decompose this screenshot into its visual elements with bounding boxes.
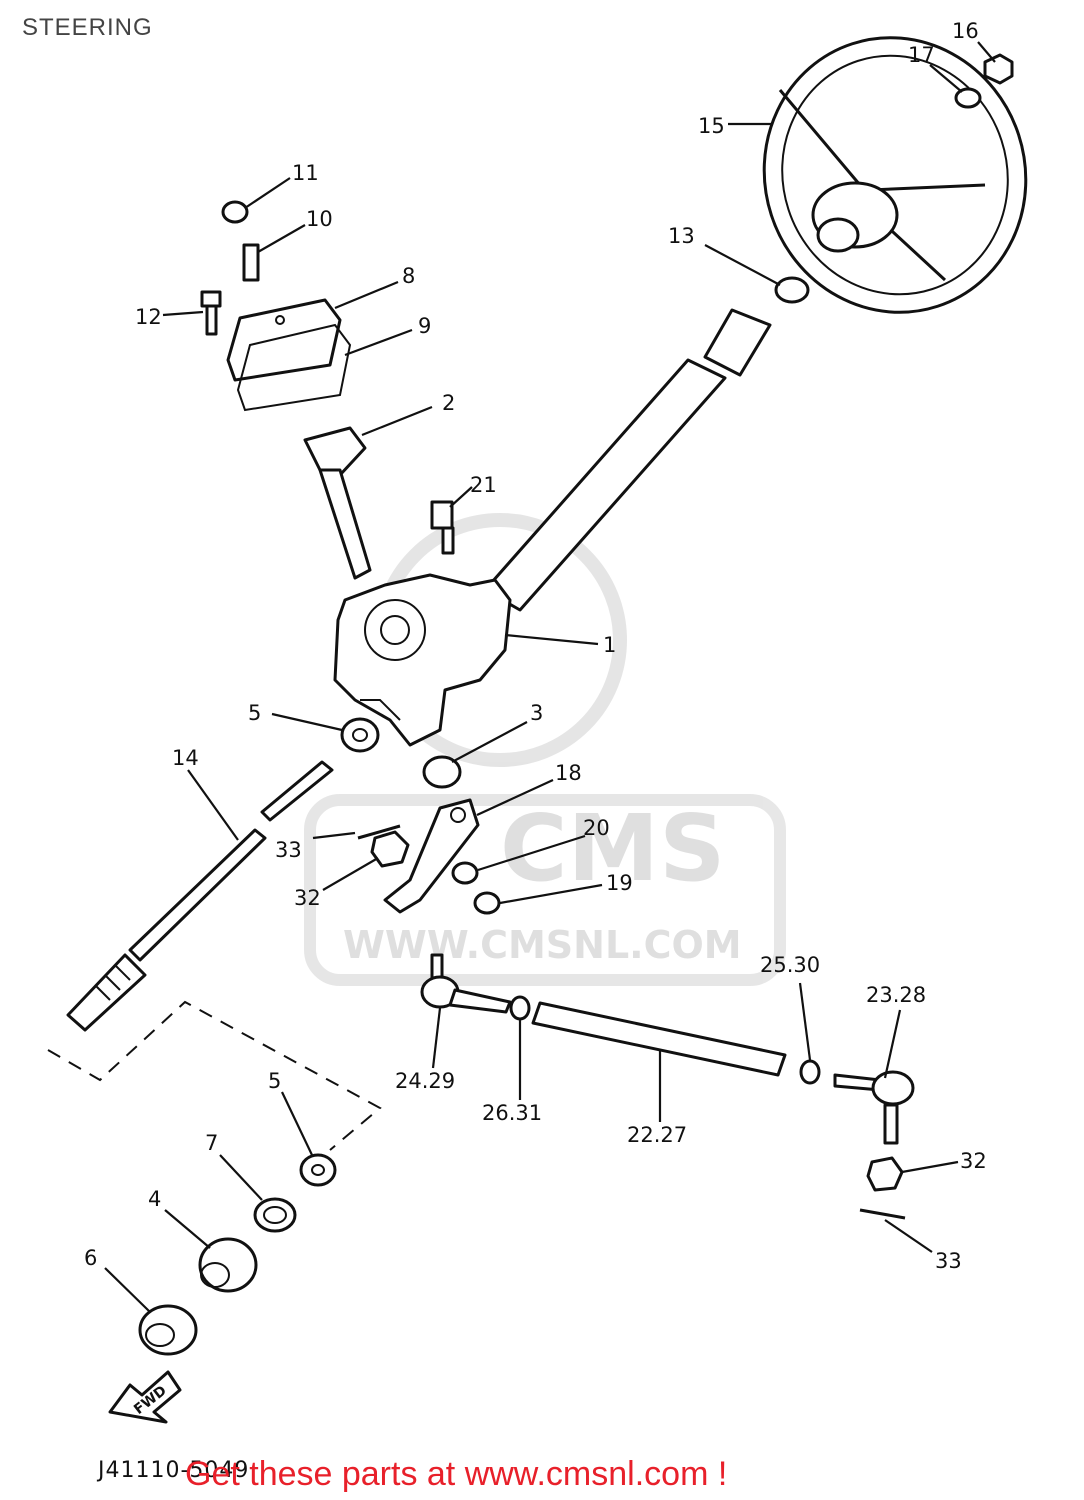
callout-24-29: 24.29	[395, 1069, 455, 1093]
callout-labels: 16 17 15 11 10 13 8 12 9 2 21 1 5 3 14 1…	[84, 19, 987, 1273]
callout-6: 6	[84, 1246, 97, 1270]
cover-bolt	[200, 290, 222, 336]
pitman-nut	[473, 891, 501, 915]
callout-18: 18	[555, 761, 582, 785]
callout-26-31: 26.31	[482, 1101, 542, 1125]
tie-rod	[531, 1001, 787, 1077]
gear-box-bolt	[430, 500, 455, 555]
callout-5-upper: 5	[248, 701, 261, 725]
washer	[253, 1197, 297, 1233]
steering-wheel-washer	[954, 87, 982, 109]
callout-2: 2	[442, 391, 455, 415]
watermark-logo: CMS	[500, 795, 725, 902]
pitman-arm	[383, 798, 480, 914]
cotter-pin-lower	[859, 1208, 906, 1220]
steering-column	[483, 308, 772, 612]
callout-9: 9	[418, 314, 431, 338]
assembly-bracket	[47, 1000, 382, 1151]
callout-23-28: 23.28	[866, 983, 926, 1007]
bearing-lower	[299, 1153, 337, 1187]
callout-5-lower: 5	[268, 1069, 281, 1093]
gear-box-cover	[226, 298, 342, 382]
promo-link[interactable]: Get these parts at www.cmsnl.com !	[185, 1455, 728, 1493]
oil-seal	[422, 755, 462, 789]
leader-lines	[104, 41, 996, 1313]
cover-gasket	[236, 323, 352, 412]
watermark-url: WWW.CMSNL.COM	[343, 923, 742, 967]
callout-11: 11	[292, 161, 319, 185]
castle-nut-upper	[370, 830, 410, 868]
callout-33-lower: 33	[935, 1249, 962, 1273]
callout-1: 1	[603, 633, 616, 657]
bearing-upper	[340, 717, 380, 753]
main-shaft	[66, 760, 334, 1032]
callout-8: 8	[402, 264, 415, 288]
column-bushing	[774, 276, 810, 304]
callout-19: 19	[606, 871, 633, 895]
castle-nut-lower	[866, 1156, 904, 1192]
callout-10: 10	[306, 207, 333, 231]
callout-20: 20	[583, 816, 610, 840]
callout-32-lower: 32	[960, 1149, 987, 1173]
callout-32-upper: 32	[294, 886, 321, 910]
cotter-pin-upper	[357, 824, 401, 840]
page-title: STEERING	[22, 14, 153, 41]
callout-25-30: 25.30	[760, 953, 820, 977]
tie-rod-locknut-left	[509, 995, 531, 1021]
dust-seal	[138, 1304, 198, 1356]
bearing-adjuster	[198, 1237, 258, 1293]
callout-13: 13	[668, 224, 695, 248]
callout-4: 4	[148, 1187, 161, 1211]
lock-washer	[451, 861, 479, 885]
steering-gear-box	[333, 573, 512, 747]
callout-17: 17	[908, 43, 935, 67]
callout-22-27: 22.27	[627, 1123, 687, 1147]
callout-15: 15	[698, 114, 725, 138]
watermark: CMS WWW.CMSNL.COM	[304, 513, 786, 986]
callout-16: 16	[952, 19, 979, 43]
forward-arrow: FWD	[108, 1370, 182, 1424]
callout-12: 12	[135, 305, 162, 329]
tie-rod-locknut-right	[799, 1059, 821, 1085]
callout-33-upper: 33	[275, 838, 302, 862]
drawing-code: J41110-5049	[98, 1458, 250, 1483]
callout-7: 7	[205, 1131, 218, 1155]
tie-rod-end-left	[420, 953, 512, 1014]
sector-shaft	[303, 426, 372, 580]
callout-14: 14	[172, 746, 199, 770]
callout-21: 21	[470, 473, 497, 497]
callout-3: 3	[530, 701, 543, 725]
locknut	[221, 200, 249, 224]
adjusting-screw	[242, 243, 260, 282]
steering-wheel-nut	[983, 53, 1014, 85]
tie-rod-end-right	[833, 1070, 915, 1145]
